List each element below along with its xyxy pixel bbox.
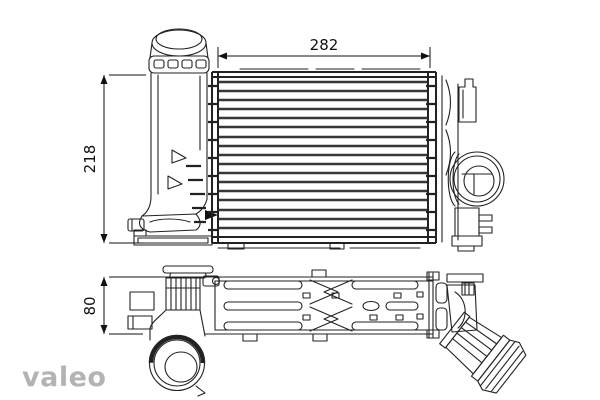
dimension-width: 282 (217, 36, 431, 68)
arrow-down-icon (100, 234, 108, 243)
arrow-up-icon (100, 75, 108, 84)
front-view (127, 28, 505, 252)
dimension-height-label: 218 (81, 145, 99, 174)
dimension-height: 218 (81, 74, 146, 244)
angled-duct (439, 311, 527, 394)
frame (159, 269, 434, 342)
inlet-assembly (127, 265, 221, 397)
bottom-view (127, 265, 527, 397)
dimension-depth-label: 80 (81, 296, 99, 315)
outlet-assembly (426, 271, 527, 394)
core (208, 68, 437, 250)
dimension-depth: 80 (81, 276, 160, 335)
arrow-up-icon (100, 277, 108, 286)
left-tank (127, 72, 218, 246)
dimension-width-label: 282 (310, 36, 339, 54)
outlet-port (447, 151, 505, 207)
valeo-logo: valeo (22, 362, 106, 393)
arrow-right-icon (421, 52, 430, 60)
arrow-down-icon (100, 325, 108, 334)
right-tank (441, 75, 505, 252)
cap (148, 28, 210, 74)
arrow-left-icon (218, 52, 227, 60)
x-brace (309, 279, 353, 332)
